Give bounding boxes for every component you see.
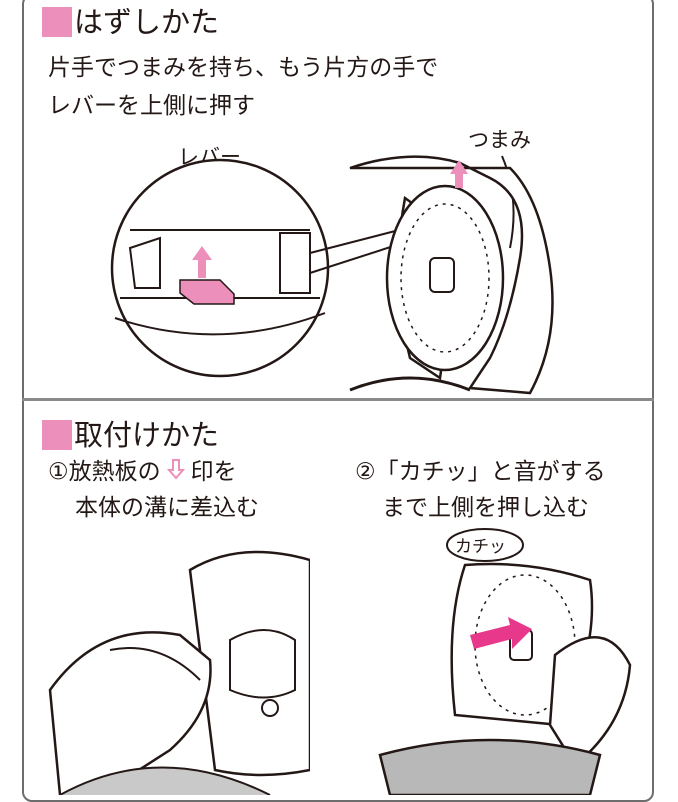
lever-part: [179, 279, 235, 305]
lever-up-arrow: [198, 256, 206, 278]
attach-step1-line2: 本体の溝に差込む: [75, 495, 259, 521]
lid-plate: [385, 184, 505, 372]
attach-step2-line2: まで上側を押し込む: [382, 495, 589, 521]
inner-pot: [378, 738, 602, 795]
click-bubble-text: カチッ: [455, 537, 506, 557]
section-divider: [22, 398, 654, 401]
heading-marker-icon: [42, 420, 72, 450]
attach-heading: 取付けかた: [42, 418, 219, 452]
remove-instruction-line2: レバーを上側に押す: [48, 93, 255, 119]
heading-marker-icon: [42, 7, 72, 37]
push-arrow: [470, 617, 532, 649]
attach-step2-line1: ②「カチッ」と音がする: [355, 459, 606, 485]
knob-label: つまみ: [468, 128, 531, 152]
hand-illustration: [349, 155, 554, 395]
step1-suffix: 印を: [190, 459, 237, 485]
attach-heading-text: 取付けかた: [74, 418, 220, 452]
step2-illustration: カチッ: [378, 528, 632, 795]
click-bubble: [446, 528, 524, 562]
attach-step1-line1: ①放熱板の 印を: [48, 454, 237, 491]
step1-illustration: [48, 550, 310, 795]
step1-prefix: ①放熱板の: [48, 459, 161, 485]
hand-with-plate: [48, 631, 212, 795]
remove-heading-text: はずしかた: [74, 5, 220, 39]
removal-illustration: [110, 155, 554, 395]
knob-up-arrow: [455, 170, 463, 188]
magnifier-circle: [110, 158, 330, 378]
remove-instruction-line1: 片手でつまみを持ち、もう片方の手で: [48, 55, 439, 81]
remove-heading: はずしかた: [42, 5, 219, 39]
down-arrow-icon: [166, 455, 185, 491]
